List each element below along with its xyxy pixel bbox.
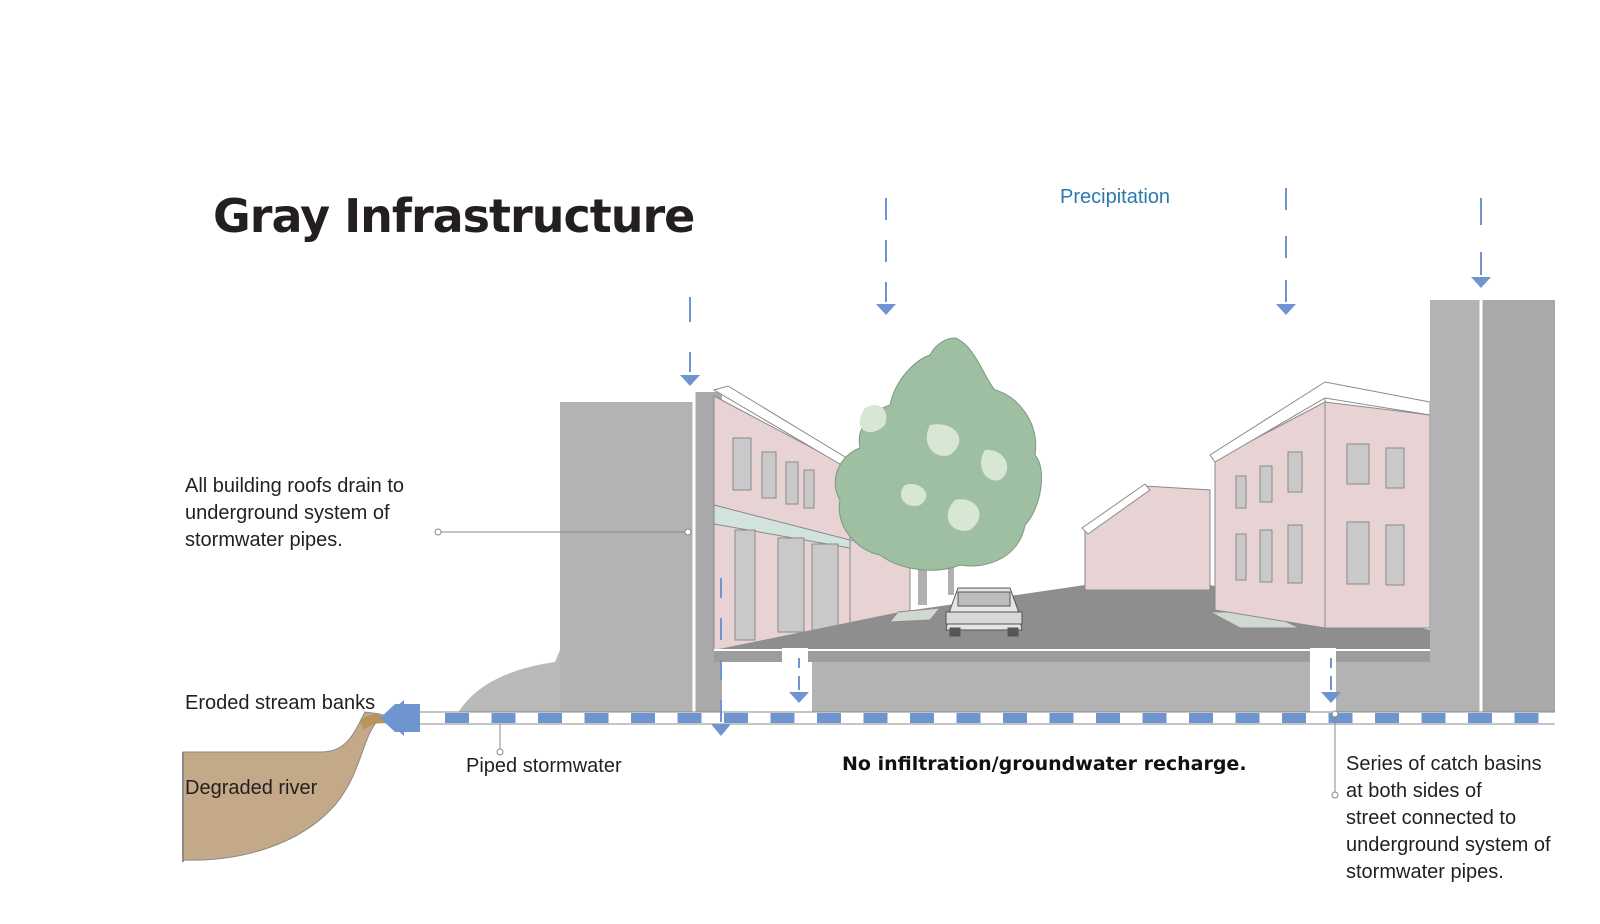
downspout-flows — [711, 578, 1341, 736]
far-right-building — [1430, 300, 1555, 712]
diagram-title: Gray Infrastructure — [213, 189, 694, 243]
catch-basin-left — [782, 648, 808, 708]
right-building — [1209, 381, 1431, 629]
pipe-flow-dash — [677, 713, 702, 723]
pipe-flow-dash — [770, 713, 795, 723]
catch-basin-left-down-arrow-icon — [789, 658, 809, 703]
pipe-flow-dash — [538, 713, 562, 723]
rain-arrow-2-down-arrow-icon — [876, 198, 896, 315]
pipe-flow-dash — [445, 713, 469, 723]
leader-lines — [434, 528, 1339, 799]
roofs-label-line-3: stormwater pipes. — [185, 529, 343, 551]
roofs-label-line-1: All building roofs drain to — [185, 475, 404, 497]
degraded-river — [182, 711, 381, 861]
piped-stormwater-label: Piped stormwater — [466, 755, 622, 777]
pipe-flow-dash — [1514, 713, 1539, 723]
pipe-flow-dash — [956, 713, 981, 723]
pipe-flow-dash — [1375, 713, 1399, 723]
labels: All building roofs drain to underground … — [185, 475, 1551, 883]
street-tree — [834, 337, 1042, 605]
car — [945, 587, 1023, 637]
right-building-back — [1081, 483, 1211, 591]
rain-arrow-4-down-arrow-icon — [1471, 198, 1491, 288]
pipe-flow-dash — [1003, 713, 1027, 723]
no-infiltration-label: No infiltration/groundwater recharge. — [842, 753, 1247, 775]
pipe-flow-dash — [1096, 713, 1120, 723]
catch-basin-right-down-arrow-icon — [1321, 658, 1341, 703]
catch-basins-label-line-3: street connected to — [1346, 807, 1516, 829]
catch-basins-label-line-2: at both sides of — [1346, 780, 1482, 802]
pipe-flow-dash — [1189, 713, 1213, 723]
rain-arrow-1-down-arrow-icon — [680, 297, 700, 386]
precipitation-label: Precipitation — [1060, 186, 1170, 208]
pipe-flow-dash — [910, 713, 934, 723]
pipe-flow-dash — [491, 713, 516, 723]
pipe-flow-dash — [1235, 713, 1260, 723]
rain-arrows — [680, 188, 1491, 386]
degraded-river-label: Degraded river — [185, 777, 318, 799]
eroded-stream-banks-label: Eroded stream banks — [185, 692, 375, 714]
catch-basins-label-line-1: Series of catch basins — [1346, 753, 1542, 775]
pipe-flow-dash — [584, 713, 609, 723]
pipe-flow-dash — [1142, 713, 1167, 723]
pipe-flow-dash — [631, 713, 655, 723]
pipe-flow-dash — [1421, 713, 1446, 723]
stormwater-pipe — [380, 700, 1555, 736]
pipe-flow-dash — [1468, 713, 1492, 723]
pipe-flow-dash — [817, 713, 841, 723]
flow-down-arrow-icon — [711, 578, 731, 736]
pipe-flow-dash — [863, 713, 888, 723]
pipe-flow-dash — [1049, 713, 1074, 723]
pipe-flow-dash — [1328, 713, 1353, 723]
pipe-flow-dash — [724, 713, 748, 723]
left-building — [560, 385, 911, 712]
catch-basins-label-line-5: stormwater pipes. — [1346, 861, 1504, 883]
roofs-label-line-2: underground system of — [185, 502, 390, 524]
street — [714, 585, 1550, 712]
catch-basins-label-line-4: underground system of — [1346, 834, 1551, 856]
rain-arrow-3-down-arrow-icon — [1276, 188, 1296, 315]
pipe-flow-dash — [1282, 713, 1306, 723]
